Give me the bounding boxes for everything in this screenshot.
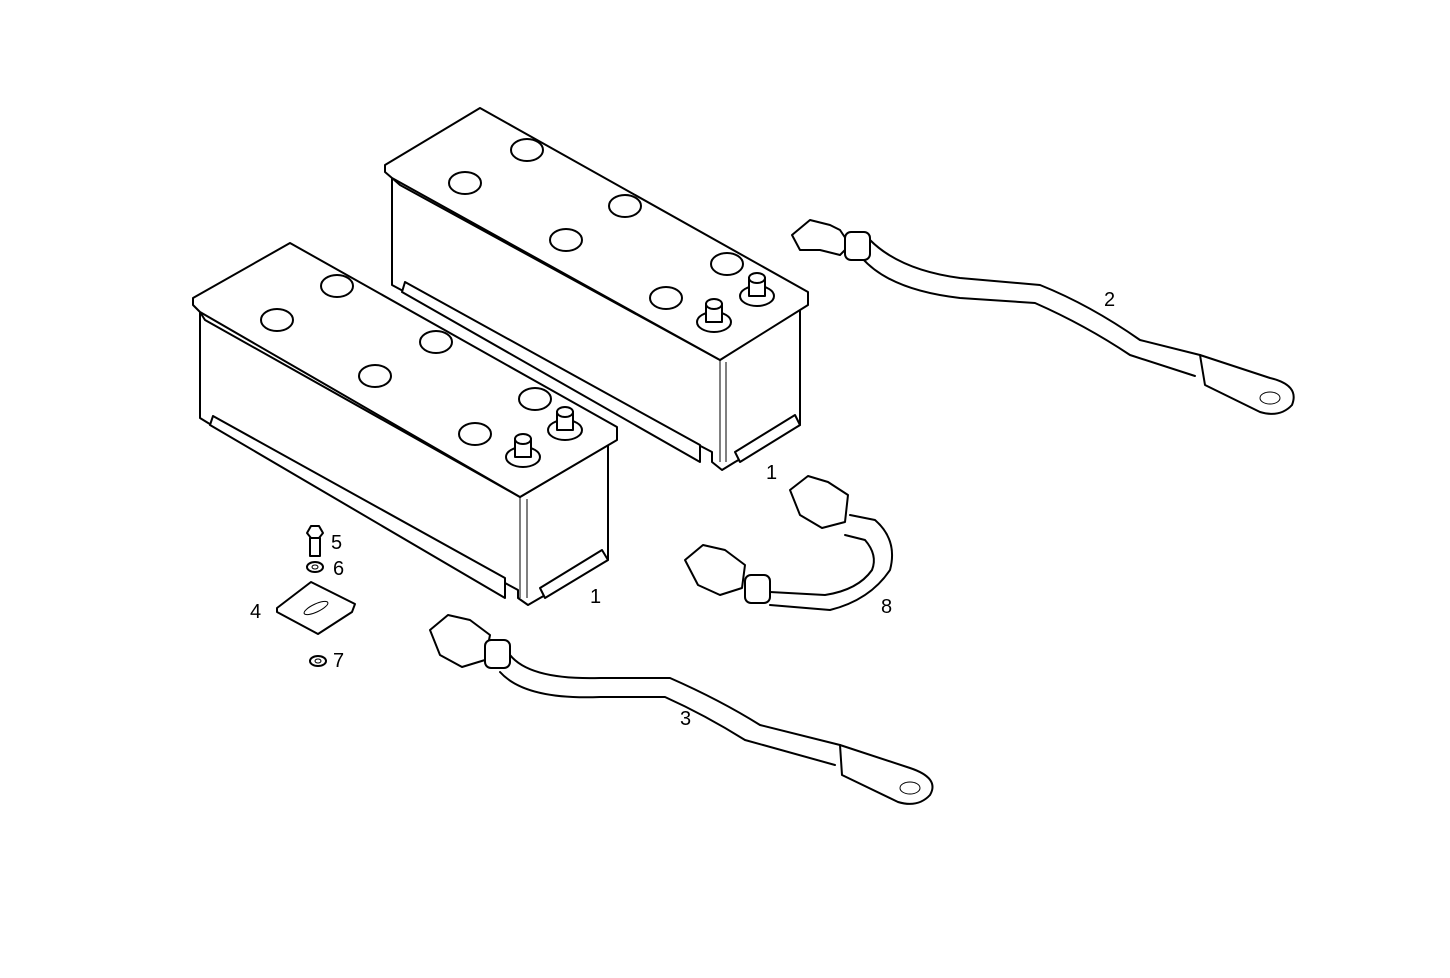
callout-8: 8 — [881, 596, 892, 618]
callout-4: 4 — [250, 601, 261, 623]
nut-7 — [309, 655, 327, 667]
terminal-posts — [696, 272, 775, 333]
callout-7: 7 — [333, 650, 344, 672]
cable-2 — [791, 219, 1295, 415]
callout-3: 3 — [680, 708, 691, 730]
bolt-5 — [306, 525, 324, 557]
cable-8 — [684, 475, 894, 611]
washer-6 — [306, 561, 324, 573]
callout-1-front: 1 — [590, 586, 601, 608]
vent-caps — [260, 274, 552, 446]
terminal-posts — [505, 406, 583, 468]
callout-6: 6 — [333, 558, 344, 580]
callout-1-rear: 1 — [766, 462, 777, 484]
cable-3 — [429, 614, 934, 805]
bracket-4 — [276, 581, 356, 635]
battery-front — [192, 242, 618, 606]
callout-5: 5 — [331, 532, 342, 554]
vent-caps — [448, 138, 744, 310]
battery-rear — [384, 107, 809, 471]
callout-2: 2 — [1104, 289, 1115, 311]
